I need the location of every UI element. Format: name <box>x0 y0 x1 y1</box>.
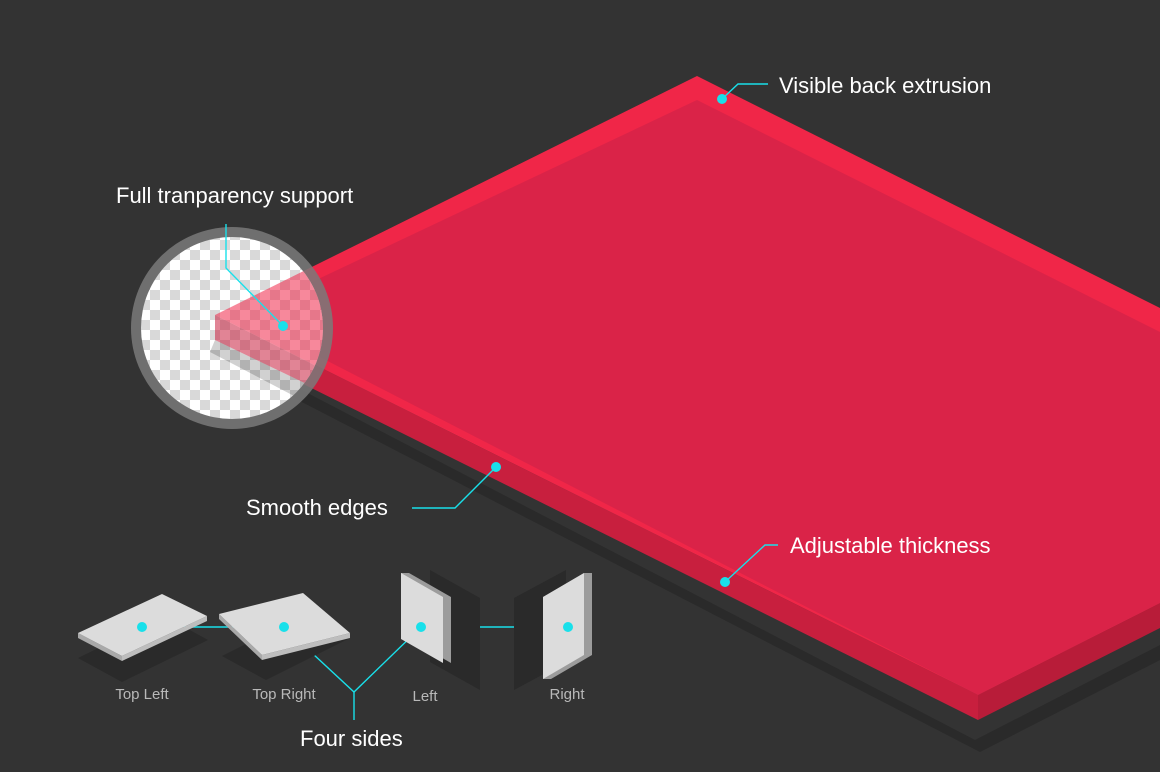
callout-thickness: Adjustable thickness <box>790 533 991 558</box>
callout-smooth-edges: Smooth edges <box>246 495 388 520</box>
callout-back-extrusion: Visible back extrusion <box>779 73 991 98</box>
dot-top-left <box>137 622 147 632</box>
acrylic-panel <box>205 76 1160 752</box>
side-dots <box>137 622 573 632</box>
mini-panel-top-left <box>78 594 208 682</box>
leader-thickness <box>724 544 778 583</box>
lens-panel-face <box>215 253 323 378</box>
panel-inner-face <box>240 100 1160 695</box>
label-right: Right <box>549 686 585 703</box>
mini-panel-right <box>514 570 592 690</box>
label-top-right: Top Right <box>252 686 316 703</box>
dot-top-right <box>279 622 289 632</box>
dot-back-extrusion <box>717 94 727 104</box>
mini-panel-left <box>401 570 480 690</box>
dot-right <box>563 622 573 632</box>
callout-transparency: Full tranparency support <box>116 183 353 208</box>
dot-thickness <box>720 577 730 587</box>
callout-dots <box>278 94 730 587</box>
leader-transparency <box>225 224 284 327</box>
leader-back-extrusion <box>721 83 768 100</box>
dot-left <box>416 622 426 632</box>
panel-front-edge <box>215 315 978 720</box>
label-left: Left <box>412 688 438 705</box>
callout-four-sides: Four sides <box>300 726 403 751</box>
transparency-lens <box>131 227 333 429</box>
mini-panel-top-right <box>219 593 350 680</box>
dot-transparency <box>278 321 288 331</box>
leader-smooth-edges <box>412 466 497 509</box>
panel-right-edge <box>978 603 1160 720</box>
label-top-left: Top Left <box>115 686 169 703</box>
dot-smooth-edges <box>491 462 501 472</box>
side-views <box>78 570 592 690</box>
